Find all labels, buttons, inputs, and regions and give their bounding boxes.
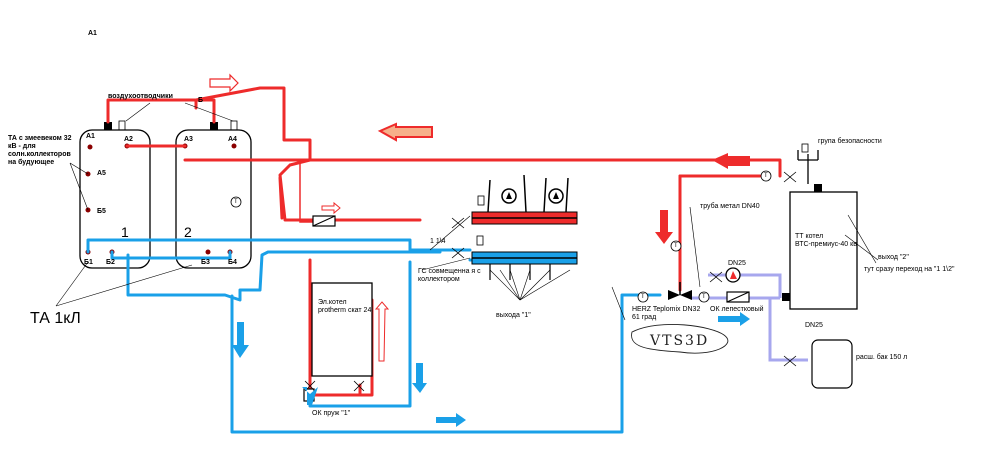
label-ok-petal: ОК лепестковый	[710, 306, 764, 313]
label-b4: Б4	[228, 259, 237, 266]
label-a4: А4	[228, 136, 237, 143]
arrow-red-down	[655, 210, 673, 244]
label-transition: тут сразу переход на "1 1\2"	[864, 266, 955, 273]
arrow-red-top	[209, 73, 239, 93]
thermo-t-2: T	[641, 294, 645, 300]
label-pointer-lines	[55, 102, 879, 321]
label-safety-group: група безопасности	[818, 138, 882, 145]
thermo-t-5: T	[234, 199, 238, 205]
collector	[471, 174, 578, 280]
label-dn25-top: DN25	[728, 260, 746, 267]
port-a4	[210, 122, 218, 130]
handwriting-scribble	[631, 323, 729, 354]
arrow-red-up	[374, 301, 390, 362]
outputs-pointer-lines	[489, 269, 571, 301]
tt-boiler	[789, 191, 858, 310]
label-a1: А1	[86, 133, 95, 140]
label-b2: Б2	[106, 259, 115, 266]
electric-boiler	[311, 282, 373, 377]
arrow-red-left-big	[377, 122, 433, 142]
red-pipe-thin	[299, 160, 315, 223]
tank-1	[79, 129, 151, 269]
tt-boiler-port-top	[814, 184, 822, 192]
label-b5: Б5	[97, 208, 106, 215]
arrow-blue-right	[436, 413, 466, 427]
tt-boiler-port-left	[782, 293, 790, 301]
thermo-t-4: T	[764, 173, 768, 179]
label-b1: Б1	[84, 259, 93, 266]
label-a5: А5	[97, 170, 106, 177]
arrow-red-left-tt	[712, 153, 750, 169]
safety-group-symbol	[797, 150, 819, 184]
label-outputs-1: выхода "1"	[496, 312, 531, 319]
arrow-blue-down-1	[232, 322, 249, 358]
label-dn25-bottom: DN25	[805, 322, 823, 329]
label-ok-spring: ОК пруж "1"	[312, 410, 351, 417]
label-number-2: 2	[184, 224, 192, 240]
label-handwriting: VTS3D	[650, 333, 710, 349]
thermo-t-3: T	[702, 294, 706, 300]
label-a2: А2	[124, 136, 133, 143]
dot-a1	[87, 144, 93, 150]
thermometers	[637, 170, 772, 303]
label-gs-combo: ГС совмещенна я с коллектором	[418, 268, 481, 283]
label-tt-boiler: ТТ котел ВТС-премиус-40 кв	[795, 233, 857, 248]
blue-pipes	[86, 238, 662, 434]
label-b: Б	[198, 97, 204, 104]
thermo-t-1: T	[674, 243, 678, 249]
label-a3: А3	[184, 136, 193, 143]
label-ta-1kl: ТА 1кЛ	[30, 310, 81, 327]
dot-a4	[231, 143, 237, 149]
label-a1-top: А1	[88, 30, 97, 37]
port-a1	[104, 122, 112, 130]
label-number-1: 1	[121, 224, 129, 240]
arrow-blue-up	[302, 387, 318, 405]
label-b3: Б3	[201, 259, 210, 266]
label-electric-boiler: Эл.котел protherm скат 24	[318, 299, 372, 314]
label-output-2: выход "2"	[878, 254, 909, 261]
mixing-valve	[668, 282, 692, 300]
expansion-tank	[811, 339, 853, 389]
arrow-blue-right-2	[718, 312, 750, 326]
arrow-blue-down-2	[412, 363, 427, 393]
label-air-vents: воздухоотводчики	[108, 93, 173, 100]
label-pipe-metal: труба метал DN40	[700, 203, 760, 210]
label-ta-coil: ТА с змеевеком 32 кВ - для солн.коллекто…	[8, 135, 72, 166]
air-vents	[118, 120, 809, 246]
label-expansion-tank: расш. бак 150 л	[856, 354, 908, 361]
dot-b3	[205, 249, 211, 255]
label-size-1-1-4: 1 1\4	[430, 238, 446, 245]
arrow-red-right-small	[321, 201, 341, 215]
label-herz: HERZ Teplomix DN32 61 град	[632, 306, 701, 321]
dot-tank2-mid	[230, 196, 242, 208]
